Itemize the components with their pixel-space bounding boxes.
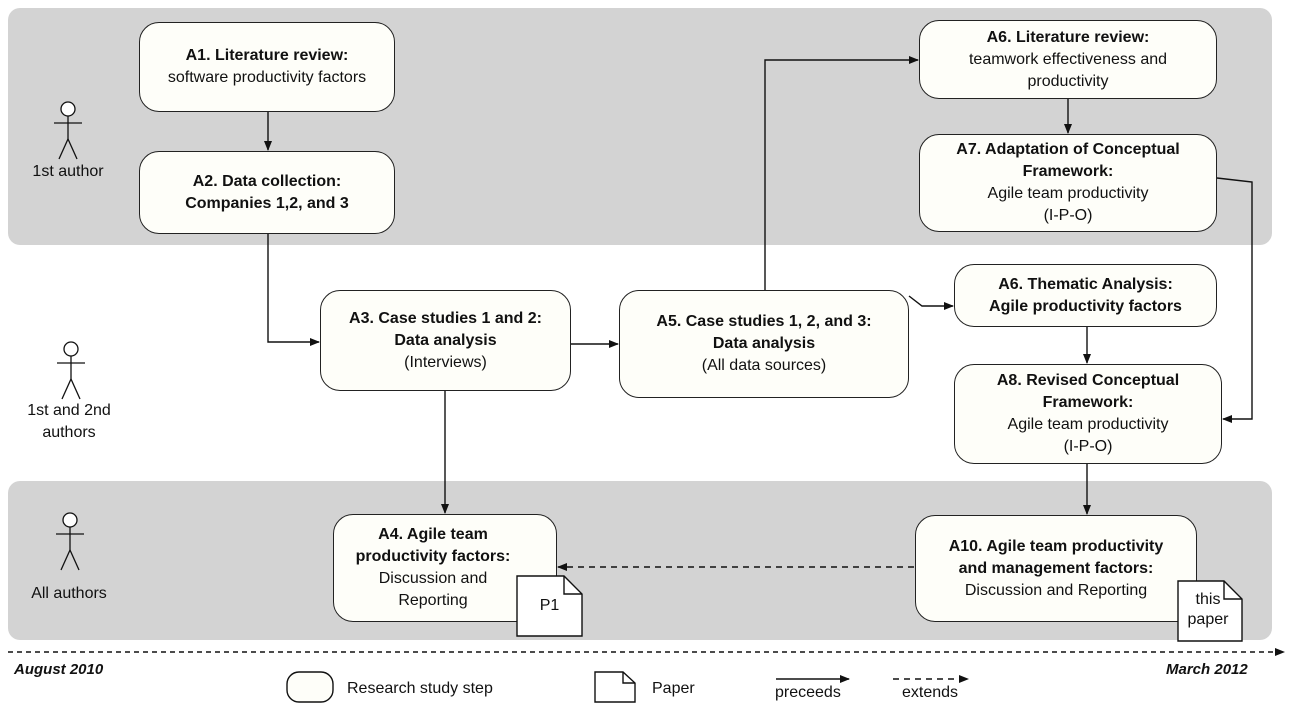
paper-this-line1: this (1195, 591, 1221, 608)
step-a6-literature: A6. Literature review: teamwork effectiv… (919, 20, 1217, 99)
role-label-line2: authors (42, 424, 96, 441)
paper-this-icon (1177, 580, 1243, 642)
step-subtitle: (Interviews) (404, 353, 487, 371)
step-a2: A2. Data collection: Companies 1,2, and … (139, 151, 395, 234)
step-title: A1. Literature review: (185, 47, 349, 64)
step-title-line2: Data analysis (712, 335, 816, 352)
arrow-a2-a3 (267, 234, 320, 346)
step-title-line2: Data analysis (394, 331, 497, 349)
step-title-line2: and management factors: (958, 559, 1154, 577)
step-title-line2: Agile productivity factors (989, 297, 1182, 315)
actor-icon (57, 341, 85, 400)
timeline-start: August 2010 (14, 661, 104, 678)
legend-step-icon (286, 671, 334, 703)
step-a5: A5. Case studies 1, 2, and 3: Data analy… (619, 290, 909, 398)
legend-precedes-label: preceeds (775, 684, 841, 701)
step-title: A6. Literature review: (986, 28, 1150, 46)
step-subtitle-line1: Agile team productivity (1007, 416, 1169, 433)
step-title-line1: A3. Case studies 1 and 2: (349, 309, 542, 327)
step-subtitle-line2: (I-P-O) (1043, 207, 1093, 224)
step-a7: A7. Adaptation of Conceptual Framework: … (919, 134, 1217, 232)
step-a1: A1. Literature review: software producti… (139, 22, 395, 112)
step-title-line2: productivity factors: (355, 548, 511, 565)
actor-icon (56, 512, 84, 571)
step-a6-thematic: A6. Thematic Analysis: Agile productivit… (954, 264, 1217, 327)
legend-paper-icon (594, 671, 636, 703)
step-title-line2: Framework: (1022, 163, 1114, 180)
arrow-a5-a6thematic (908, 295, 954, 310)
role-first-second-authors: 1st and 2nd authors (14, 400, 124, 444)
legend-paper-label: Paper (652, 680, 695, 697)
paper-this-line2: paper (1187, 611, 1229, 628)
step-subtitle-line2: productivity (1027, 72, 1109, 90)
paper-p1-label: P1 (539, 597, 560, 614)
step-a10: A10. Agile team productivity and managem… (915, 515, 1197, 622)
step-title-line2: Companies 1,2, and 3 (185, 194, 349, 212)
timeline-end: March 2012 (1166, 661, 1248, 678)
step-subtitle: (All data sources) (701, 357, 827, 374)
arrow-a7-a8 (1216, 177, 1253, 423)
step-subtitle: software productivity factors (167, 69, 367, 86)
role-label: 1st author (32, 163, 104, 180)
actor-icon (54, 101, 82, 160)
step-subtitle-line1: Discussion and (378, 570, 488, 587)
step-title-line1: A10. Agile team productivity (948, 537, 1164, 555)
legend-extends-label: extends (902, 684, 959, 701)
step-title-line1: A5. Case studies 1, 2, and 3: (656, 313, 872, 330)
role-first-author: 1st author (18, 161, 118, 183)
step-title-line1: A8. Revised Conceptual (996, 372, 1180, 389)
step-title-line1: A2. Data collection: (192, 172, 342, 190)
step-subtitle-line2: (I-P-O) (1063, 438, 1113, 455)
legend-step-label: Research study step (347, 680, 493, 697)
role-label-line1: 1st and 2nd (27, 402, 111, 419)
step-title-line1: A6. Thematic Analysis: (998, 275, 1173, 293)
step-a8: A8. Revised Conceptual Framework: Agile … (954, 364, 1222, 464)
step-title-line1: A7. Adaptation of Conceptual (956, 141, 1180, 158)
arrow-a5-a6lit (764, 56, 919, 290)
paper-this-label: this paper (1177, 590, 1239, 630)
role-all-authors: All authors (14, 583, 124, 605)
step-a3: A3. Case studies 1 and 2: Data analysis … (320, 290, 571, 391)
step-subtitle-line1: teamwork effectiveness and (968, 50, 1168, 68)
step-title-line2: Framework: (1042, 394, 1134, 411)
step-title-line1: A4. Agile team (378, 526, 488, 543)
step-subtitle: Discussion and Reporting (964, 581, 1148, 599)
step-subtitle-line2: Reporting (398, 592, 468, 609)
paper-p1-icon (516, 575, 583, 637)
step-subtitle-line1: Agile team productivity (987, 185, 1149, 202)
role-label: All authors (31, 585, 107, 602)
